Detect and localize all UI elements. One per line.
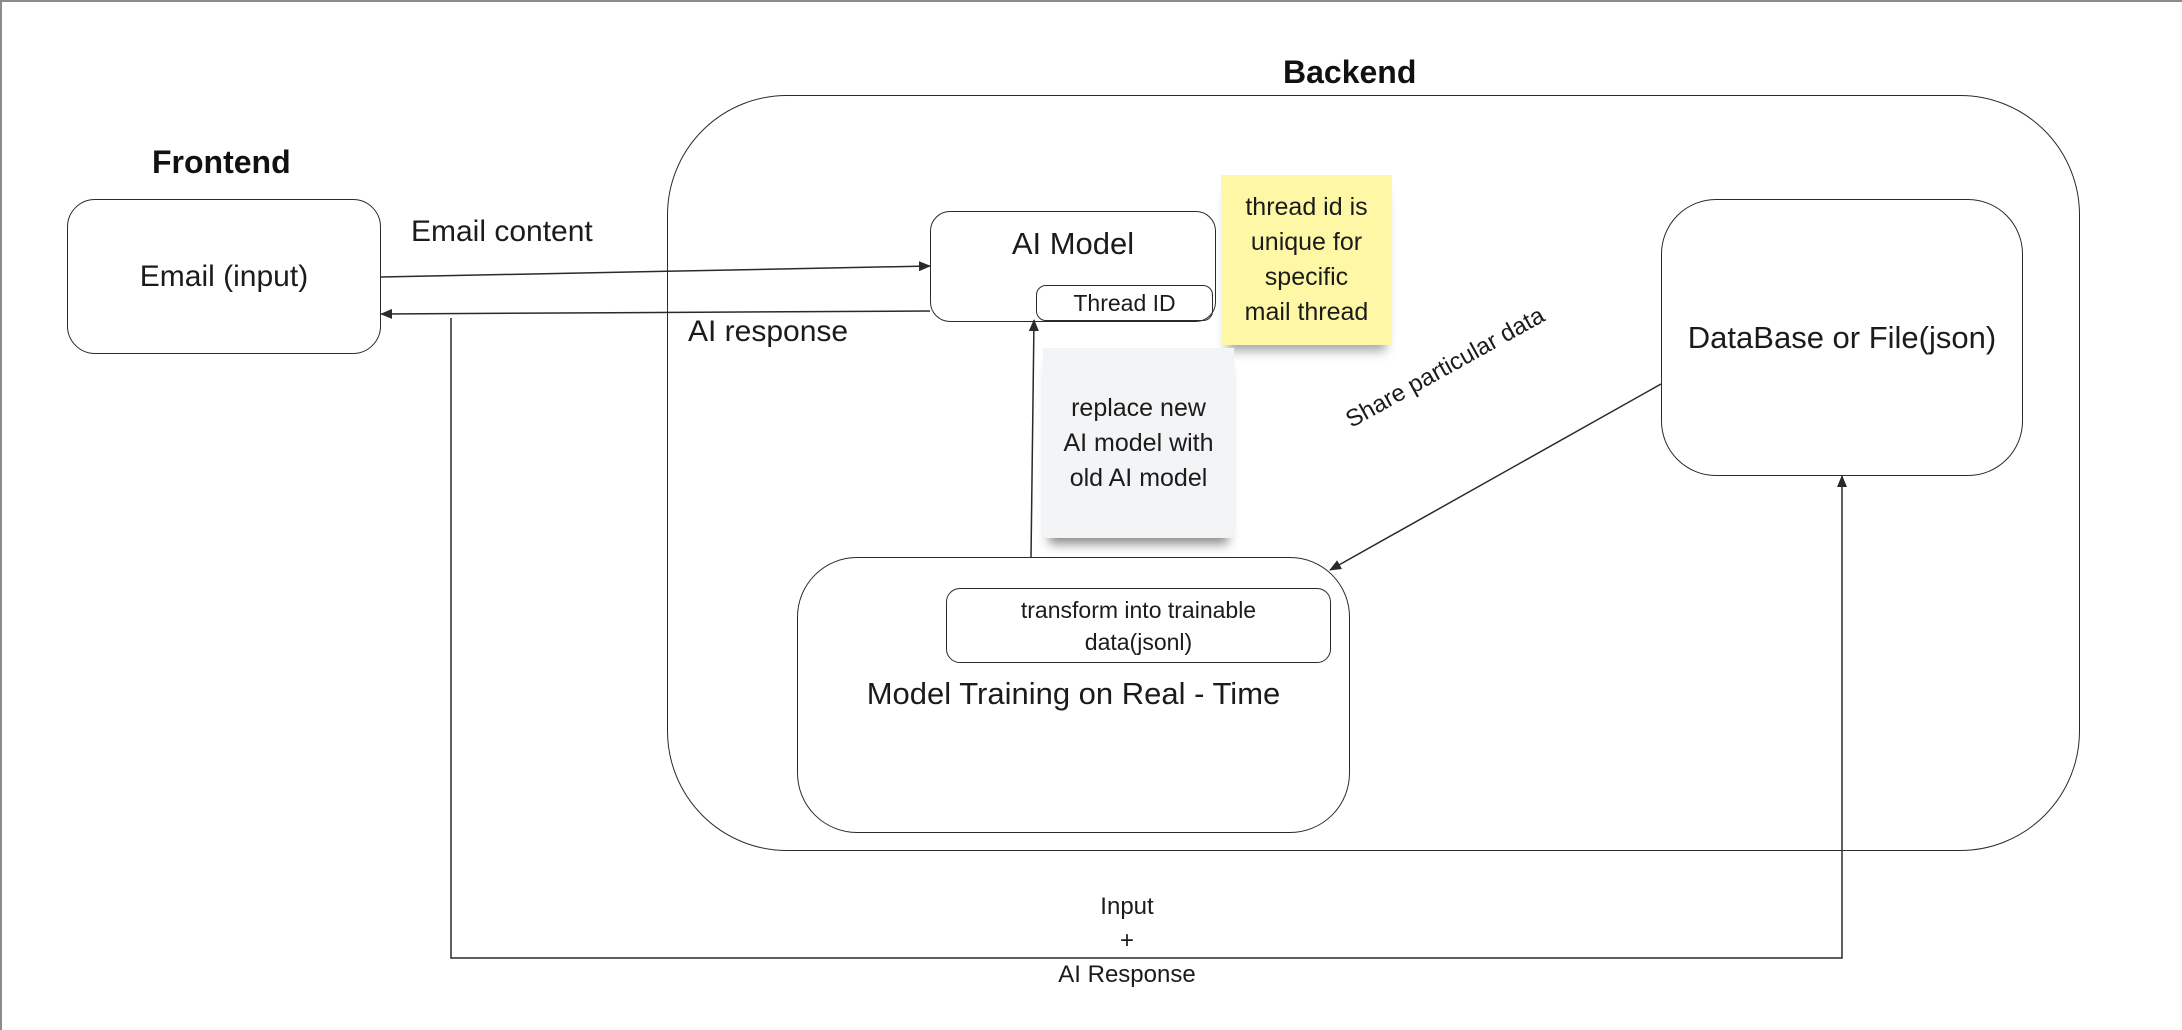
replace-model-sticky-text: replace new AI model with old AI model [1063, 393, 1214, 492]
email-content-label: Email content [411, 215, 593, 248]
model-training-node[interactable]: Model Training on Real - Time [797, 557, 1350, 833]
email-input-node[interactable]: Email (input) [67, 199, 381, 354]
thread-id-label: Thread ID [1073, 289, 1176, 316]
database-label: DataBase or File(json) [1687, 319, 1997, 355]
ai-model-node[interactable]: AI Model [930, 211, 1216, 322]
ai-response-label: AI response [688, 315, 849, 348]
backend-heading: Backend [1283, 54, 1417, 90]
thread-id-sticky-text: thread id is unique for specific mail th… [1244, 193, 1369, 326]
model-training-label: Model Training on Real - Time [866, 676, 1281, 711]
email-input-label: Email (input) [139, 259, 309, 293]
input-response-label: Input + AI Response [1058, 893, 1196, 988]
backend-container [667, 95, 2080, 851]
transform-node[interactable]: transform into trainable data(jsonl) [946, 588, 1331, 663]
transform-label: transform into trainable data(jsonl) [1020, 596, 1257, 655]
ai-model-label: AI Model [1011, 226, 1135, 261]
database-node[interactable]: DataBase or File(json) [1661, 199, 2023, 476]
replace-model-sticky-note[interactable]: replace new AI model with old AI model [1043, 348, 1234, 538]
thread-id-sticky-note[interactable]: thread id is unique for specific mail th… [1221, 175, 1392, 345]
frontend-heading: Frontend [152, 144, 291, 180]
thread-id-node[interactable]: Thread ID [1036, 285, 1213, 321]
